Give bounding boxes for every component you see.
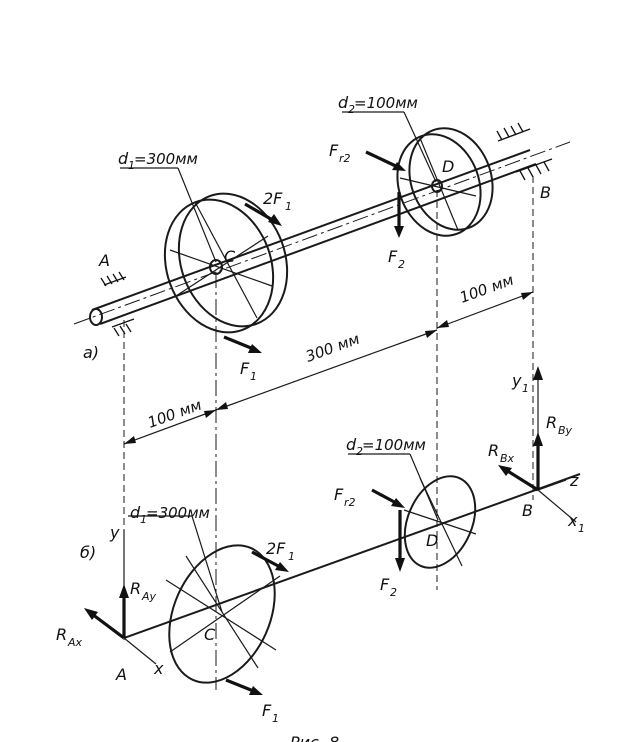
d2-label-a: d	[338, 93, 349, 112]
axis-z-b	[537, 479, 567, 491]
axis-x1-sub: 1	[578, 522, 585, 535]
axis-x1-label: x	[567, 511, 578, 530]
force-rby-sub: By	[558, 424, 573, 437]
d1-label-b: d	[130, 503, 141, 522]
gear-c-scheme	[165, 544, 281, 684]
axis-z-label: z	[569, 471, 579, 490]
part-b-force-scheme	[84, 366, 581, 695]
force-f2-arrow-a	[394, 192, 404, 238]
point-a-label-b: A	[115, 665, 127, 684]
point-b-label-b: B	[522, 501, 533, 520]
point-d-label-a: D	[442, 157, 454, 176]
force-f2-arrow-b	[395, 510, 405, 572]
force-rbx-label: R	[488, 441, 499, 460]
force-fr2-sub-a: r2	[339, 152, 351, 165]
d1-value-a: =300мм	[134, 150, 198, 168]
force-f1-arrow-a	[223, 335, 262, 353]
force-ray-sub: Ay	[141, 590, 157, 603]
d2-label-b: d	[346, 435, 357, 454]
axis-y1-label: y	[511, 371, 522, 390]
force-2f1-label-b: 2F	[266, 539, 286, 558]
force-2f1-label-a: 2F	[263, 189, 283, 208]
force-f1-sub-b: 1	[272, 712, 279, 725]
force-fr2-sub-b: r2	[344, 496, 356, 509]
force-f2-sub-b: 2	[390, 586, 397, 599]
d1-sub-b: 1	[140, 513, 147, 526]
dim-line-300	[215, 329, 438, 411]
figure-caption: Рис. 8	[290, 733, 339, 742]
dim-100-left-label: 100 мм	[145, 396, 204, 432]
part-a-label: a)	[83, 343, 99, 362]
point-c-label-b: C	[204, 625, 216, 644]
point-b-label-a: B	[540, 183, 551, 202]
d2-sub-b: 2	[356, 445, 363, 458]
gear-d-scheme	[403, 475, 477, 569]
d1-sub-a: 1	[128, 159, 135, 172]
force-2f1-sub-a: 1	[285, 200, 292, 213]
force-f2-label-a: F	[388, 247, 398, 266]
force-f1-sub-a: 1	[250, 370, 257, 383]
d1-label-a: d	[118, 149, 129, 168]
axis-x1-b	[537, 489, 577, 523]
force-fr2-label-a: F	[329, 141, 339, 160]
force-f1-label-b: F	[262, 701, 272, 720]
part-b-label: б)	[80, 543, 96, 562]
force-2f1-arrow-b	[251, 550, 289, 572]
force-rbx-sub: Bx	[500, 452, 515, 465]
force-rax-arrow	[84, 608, 125, 640]
dim-line-100-left	[123, 409, 217, 445]
force-fr2-arrow-a	[365, 150, 406, 171]
force-fr2-label-b: F	[334, 485, 344, 504]
d1-value-b: =300мм	[146, 504, 210, 522]
force-f1-arrow-b	[225, 678, 263, 695]
force-f2-label-b: F	[380, 575, 390, 594]
d2-value-a: =100мм	[354, 94, 418, 112]
d2-sub-a: 2	[348, 103, 355, 116]
force-ray-arrow	[119, 584, 129, 638]
force-2f1-arrow-a	[244, 202, 282, 226]
d2-leader-diag-b	[409, 453, 439, 521]
d1-leader-diag-b	[191, 515, 223, 613]
d2-leader-diag	[403, 111, 437, 183]
force-rbx-arrow	[498, 465, 539, 492]
axis-x-a	[123, 637, 157, 665]
point-d-label-b: D	[426, 531, 438, 550]
d1-leader-diag	[177, 167, 217, 263]
force-rax-label: R	[56, 625, 67, 644]
part-a-shaft-sketch	[73, 111, 571, 690]
force-rby-label: R	[546, 413, 557, 432]
force-rby-arrow	[533, 432, 543, 490]
force-f2-sub-a: 2	[398, 258, 405, 271]
support-b-hatch	[496, 122, 553, 181]
gear-c	[163, 192, 289, 334]
axis-x-label-b: x	[153, 659, 164, 678]
axis-line-b	[123, 473, 581, 639]
force-ray-label: R	[130, 579, 141, 598]
axis-y1-sub: 1	[522, 382, 529, 395]
force-2f1-sub-b: 1	[288, 550, 295, 563]
axis-y-label-b: y	[109, 523, 120, 542]
point-a-label-a: A	[98, 251, 110, 270]
d2-value-b: =100мм	[362, 436, 426, 454]
point-c-label-a: C	[224, 247, 236, 266]
dim-line-100-right	[436, 291, 534, 329]
force-rax-sub: Ax	[67, 636, 83, 649]
force-f1-label-a: F	[240, 359, 250, 378]
axis-y1-arrow	[533, 366, 543, 380]
shaft	[73, 141, 571, 326]
force-fr2-arrow-b	[371, 488, 405, 508]
gear-d	[396, 127, 494, 237]
